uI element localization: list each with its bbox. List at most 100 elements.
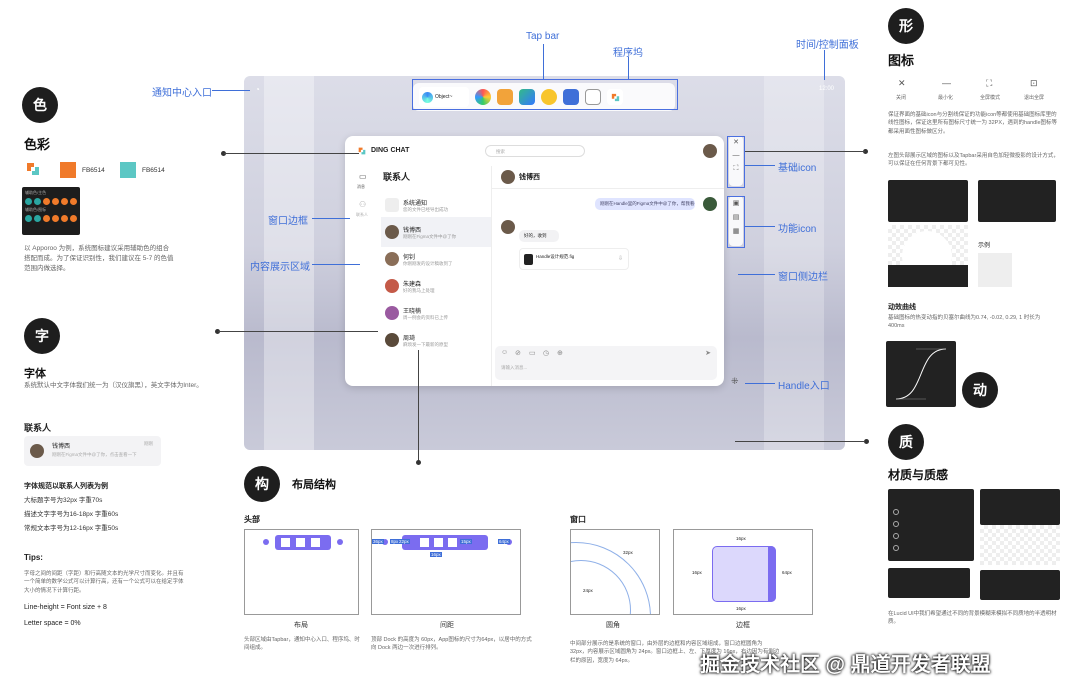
dock-app-window[interactable] xyxy=(585,89,601,105)
contact-item-active[interactable]: 钱博西刚刚在Figma文件中@了你 xyxy=(381,217,491,247)
label-content-area: 内容展示区域 xyxy=(250,262,310,273)
radius-label: 24px xyxy=(583,588,593,593)
material-title: 材质与质感 xyxy=(888,468,949,482)
clock-icon[interactable]: ◷ xyxy=(543,350,550,357)
dock-app-object[interactable]: Object~ xyxy=(419,87,469,107)
close-icon[interactable]: ✕ xyxy=(733,139,739,146)
icon-badge: 形 xyxy=(888,8,924,44)
layout-badge: 构 xyxy=(244,466,280,502)
color-description: 以 Apporoo 为例，系统图标建议采用辅助色的组合搭配而成。为了保证识别性，… xyxy=(24,245,174,272)
caption-radius: 圆角 xyxy=(606,622,620,629)
layout-diagram xyxy=(244,529,359,615)
label-window-frame: 窗口边框 xyxy=(268,216,308,227)
more-icon[interactable]: ⊕ xyxy=(557,350,563,357)
color1-hex: FB6514 xyxy=(82,167,105,174)
chat-header-avatar xyxy=(501,170,515,184)
spacing-label: 15px xyxy=(460,539,472,544)
icon-title: 图标 xyxy=(888,53,915,68)
window-icon[interactable]: ▣ xyxy=(732,200,740,207)
type-description: 系统默认中文字体我们统一为（汉仪旗黑），英文字体为Inter。 xyxy=(24,382,203,389)
dock-app-box[interactable] xyxy=(497,89,513,105)
desktop-mockup: ◔ 12:00 Object~ DING CHAT 搜索 ▭ 消息 ⚇ 联系人 … xyxy=(244,76,845,450)
base-icon-highlight xyxy=(727,136,745,188)
icon-exit-fullscreen-sample: ⊡ xyxy=(1030,78,1038,88)
contact-list-divider xyxy=(491,166,492,386)
spacing-label: 16px xyxy=(430,552,442,557)
icon-label-fullscreen: 全屏模式 xyxy=(980,95,1001,101)
icon-label-close: 关闭 xyxy=(896,95,907,101)
border-diagram: 16px 16px 64px 16px xyxy=(673,529,813,615)
material-panel-3 xyxy=(980,525,1060,565)
dock-app-sun[interactable] xyxy=(541,89,557,105)
label-notice: 通知中心入口 xyxy=(152,88,212,99)
type-contacts-title: 联系人 xyxy=(24,423,52,433)
contact-item[interactable]: 系统通知您的文件已经导出成功 xyxy=(381,190,491,220)
contact-item[interactable]: 朱建森好的我马上处理 xyxy=(381,271,491,301)
type-badge: 字 xyxy=(24,318,60,354)
function-icon-bar: ▣ ▤ ▦ xyxy=(729,196,743,246)
tips-text: 字母之间的间距（字距）和行高随文本的光学尺寸而变化。并且有一个简单的数学公式可以… xyxy=(24,571,184,594)
emoji-icon[interactable]: ☺ xyxy=(501,349,509,356)
chat-header-divider xyxy=(492,188,724,189)
message-input[interactable]: 请输入消息... xyxy=(501,365,528,370)
material-panel-1 xyxy=(888,489,974,561)
type-sample-card: 钱博西 刚刚 刚刚在Figma文件中@了你，点击查看一下 xyxy=(24,436,161,466)
handle-icon[interactable]: ⁜ xyxy=(731,376,739,386)
color-swatch-orange xyxy=(60,162,76,178)
spacing-desc: 顶部 Dock 的高度为 60px，App图标的尺寸为64px，以居中的方式向 … xyxy=(371,637,532,652)
file-message[interactable]: Handle设计规范.fig ⇩ xyxy=(519,248,629,270)
spacing-label: 22px xyxy=(398,539,410,544)
composer[interactable]: ☺ ⊘ ▭ ◷ ⊕ ➤ 请输入消息... xyxy=(495,346,717,380)
border-label: 16px xyxy=(692,570,702,575)
dock-app-dingchat[interactable] xyxy=(607,89,623,105)
split-icon[interactable]: ▤ xyxy=(732,214,740,221)
nav-messages-icon[interactable]: ▭ xyxy=(359,172,367,181)
icon-label-exit: 退出全屏 xyxy=(1024,95,1045,101)
border-label: 64px xyxy=(782,570,792,575)
dock-app-photo[interactable] xyxy=(519,89,535,105)
nav-contacts-icon[interactable]: ⚇ xyxy=(359,200,367,209)
icon-desc-2: 左图头部展示区域的图标以及Tapbar采用自色加轻微投影的设计方式，可以保证在任… xyxy=(888,153,1059,168)
chat-search-input[interactable]: 搜索 xyxy=(485,145,585,157)
color-swatch-teal xyxy=(120,162,136,178)
label-function-icon: 功能icon xyxy=(778,224,817,235)
attach-icon[interactable]: ⊘ xyxy=(515,350,521,357)
motion-desc: 基础图标的热变动指的贝塞尔曲线为0.74, -0.02, 0.29, 1 时长为… xyxy=(888,315,1041,330)
color-title: 色彩 xyxy=(24,137,51,152)
formula-letter-space: Letter space = 0% xyxy=(24,620,81,627)
layout-desc: 头部区域由Tapbar，通知中心入口、程序坞、时间组成。 xyxy=(244,637,360,652)
color-badge: 色 xyxy=(22,87,58,123)
example-preview xyxy=(978,253,1012,287)
bell-icon[interactable]: ◔ xyxy=(255,85,260,94)
caption-spacing: 间距 xyxy=(440,622,454,629)
dock-app-color[interactable] xyxy=(475,89,491,105)
caption-layout: 布局 xyxy=(294,622,308,629)
icon-label-minimize: 最小化 xyxy=(938,95,954,101)
minimize-icon[interactable]: — xyxy=(732,152,740,159)
layout-title: 布局结构 xyxy=(292,479,336,491)
folder-icon[interactable]: ▭ xyxy=(529,350,536,357)
type-spec-1: 大标题字号为32px 字重70s xyxy=(24,497,103,504)
brand-logo xyxy=(24,160,42,178)
spacing-diagram: 36px 8px 22px 15px 64px 16px xyxy=(371,529,521,615)
bezier-curve-panel xyxy=(886,341,956,407)
time-label[interactable]: 12:00 xyxy=(819,86,835,92)
layer-icon[interactable]: ▦ xyxy=(732,228,740,235)
dock-app-folder[interactable] xyxy=(563,89,579,105)
tips-title: Tips: xyxy=(24,553,43,562)
contact-item[interactable]: 王晓楠周一例会的资料已上传 xyxy=(381,298,491,328)
contact-item[interactable]: 何钊你刚刚发的设计稿收到了 xyxy=(381,244,491,274)
nav-messages-label: 消息 xyxy=(357,184,365,189)
user-avatar[interactable] xyxy=(703,144,717,158)
example-panel-1 xyxy=(888,180,968,222)
download-icon[interactable]: ⇩ xyxy=(617,256,623,262)
fullscreen-icon[interactable]: ⛶ xyxy=(733,165,739,172)
send-icon[interactable]: ➤ xyxy=(705,350,711,357)
spacing-label: 36px xyxy=(372,539,384,544)
motion-title: 动效曲线 xyxy=(888,304,916,311)
example-label: 示例 xyxy=(978,243,991,249)
contact-item[interactable]: 周琦麻烦发一下最新的原型 xyxy=(381,325,491,355)
message-in: 好的，收到 xyxy=(519,230,559,242)
type-title: 字体 xyxy=(24,368,46,380)
type-spec-2: 描述文字字号为16-18px 字重60s xyxy=(24,511,119,518)
